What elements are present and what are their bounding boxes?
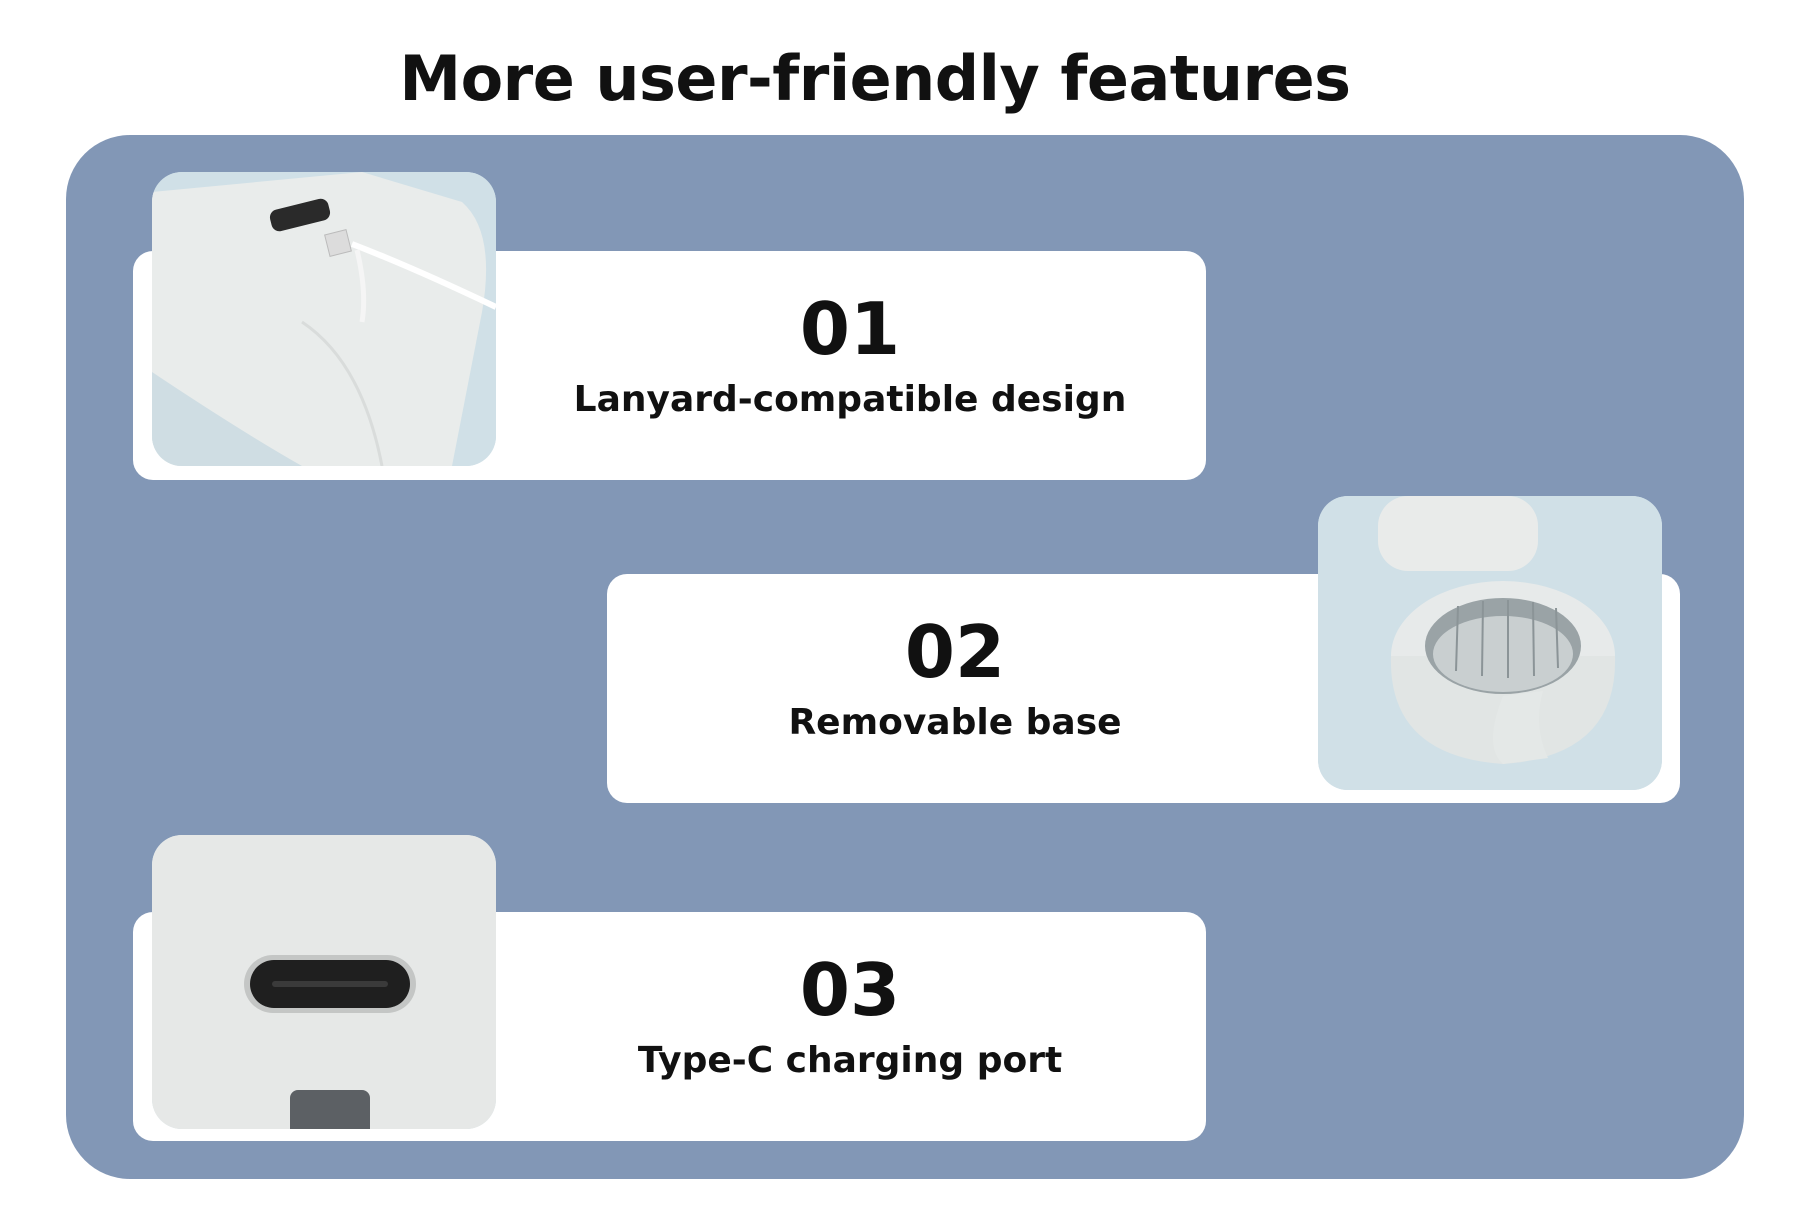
feature-2-label: Removable base [788, 702, 1122, 743]
feature-1-label: Lanyard-compatible design [573, 379, 1127, 420]
type-c-port-photo-icon [152, 835, 496, 1129]
page-title: More user-friendly features [399, 42, 1351, 115]
feature-1-text: 01 Lanyard-compatible design [520, 251, 1180, 480]
lanyard-hole-photo-icon [152, 172, 496, 466]
feature-3-number: 03 [799, 948, 901, 1032]
removable-base-photo-icon [1318, 496, 1662, 790]
feature-3-text: 03 Type-C charging port [520, 912, 1180, 1141]
feature-2-number: 02 [904, 610, 1006, 694]
feature-1-number: 01 [799, 287, 901, 371]
feature-2-text: 02 Removable base [630, 574, 1280, 803]
feature-3-label: Type-C charging port [637, 1040, 1063, 1081]
